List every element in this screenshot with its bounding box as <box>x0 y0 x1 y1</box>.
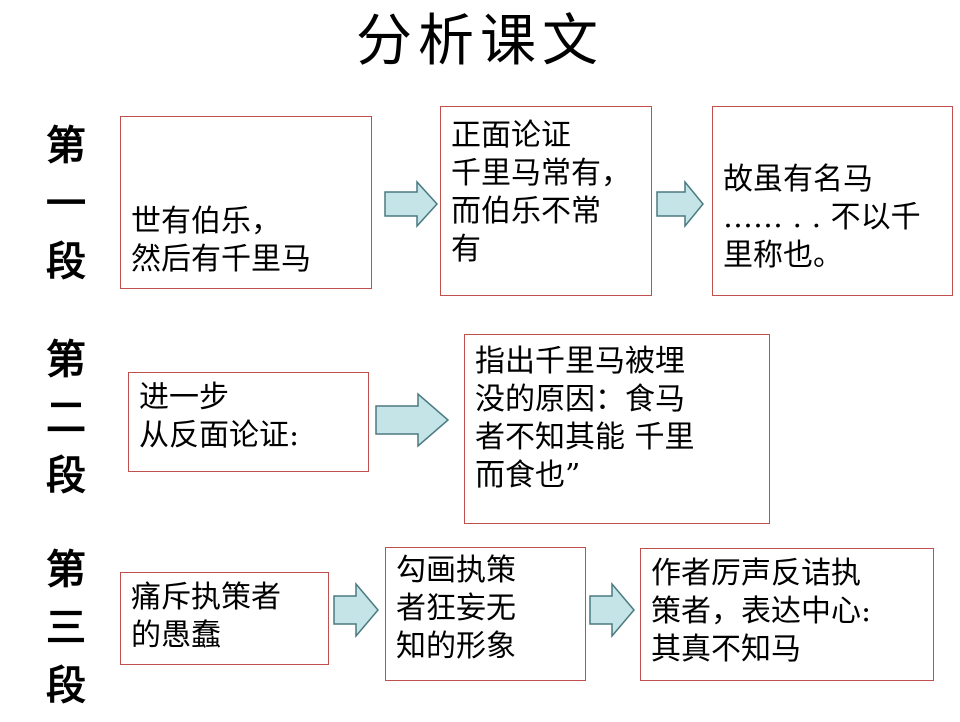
right-arrow-icon <box>333 582 379 638</box>
page-title: 分析课文 <box>356 9 604 74</box>
heading-char: 一 <box>46 181 86 227</box>
right-arrow-icon <box>589 582 635 638</box>
section-heading-1: 第 一 段 <box>44 124 88 298</box>
heading-char: 段 <box>46 663 86 709</box>
section-1-premise-box: 世有伯乐， 然后有千里马 <box>120 116 372 289</box>
right-arrow-icon <box>375 392 450 448</box>
section-3-premise-box: 痛斥执策者 的愚蠢 <box>120 572 329 665</box>
heading-char: 第 <box>46 547 86 593</box>
section-3-image-box: 勾画执策 者狂妄无 知的形象 <box>385 547 586 681</box>
section-1-conclusion-box: 故虽有名马 …… . . 不以千 里称也。 <box>712 106 953 296</box>
section-2-premise-box: 进一步 从反面论证: <box>128 372 369 472</box>
section-1-argument-box: 正面论证 千里马常有， 而伯乐不常 有 <box>440 106 652 296</box>
heading-char: 段 <box>46 453 86 499</box>
right-arrow-icon <box>384 180 439 228</box>
right-arrow-icon <box>656 180 704 228</box>
heading-char: 段 <box>46 239 86 285</box>
heading-char: 三 <box>46 605 86 651</box>
section-2-reason-box: 指出千里马被埋 没的原因：食马 者不知其能 千里 而食也” <box>464 334 770 524</box>
section-heading-3: 第 三 段 <box>44 548 88 722</box>
heading-char: 第 <box>46 337 86 383</box>
heading-char: 二 <box>46 395 86 441</box>
heading-char: 第 <box>46 123 86 169</box>
section-3-conclusion-box: 作者厉声反诘执 策者，表达中心: 其真不知马 <box>640 548 934 681</box>
section-heading-2: 第 二 段 <box>44 338 88 512</box>
